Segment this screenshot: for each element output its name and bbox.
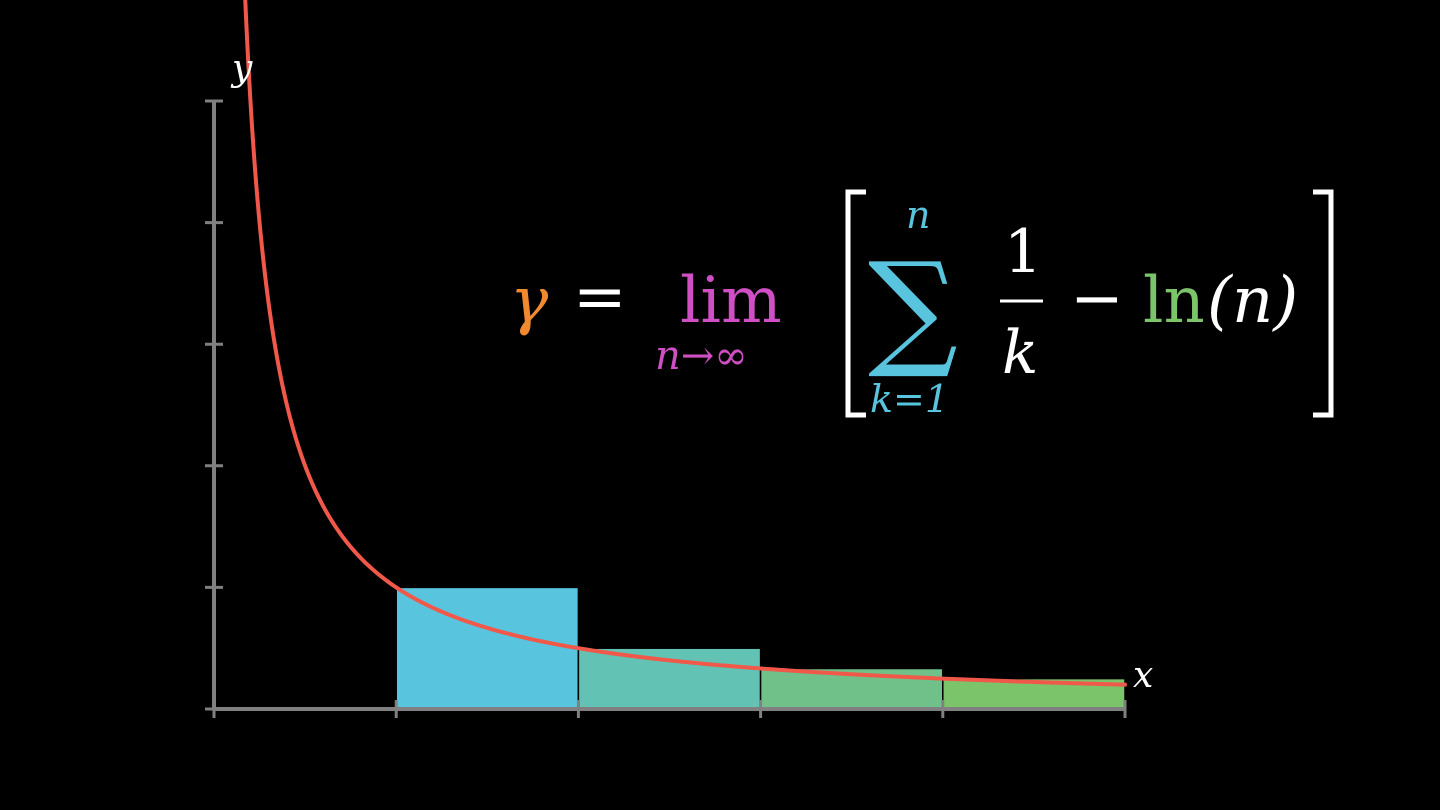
- ln-argument: (n): [1207, 264, 1298, 338]
- sum-symbol: ∑: [868, 235, 958, 382]
- sum-upper-limit: n: [906, 193, 930, 237]
- x-axis-label: x: [1133, 655, 1153, 696]
- bar-2: [577, 647, 762, 710]
- fraction-numerator: 1: [1004, 217, 1042, 287]
- right-bracket: [1313, 189, 1334, 418]
- minus-sign: −: [1070, 262, 1124, 336]
- reciprocal-curve: [243, 0, 1127, 687]
- lim-operator: lim: [680, 264, 782, 338]
- bar-1: [395, 586, 580, 710]
- axes-group: [205, 99, 1127, 718]
- equals-sign: =: [573, 260, 627, 334]
- axis-ticks: [205, 99, 1127, 718]
- y-axis-label: y: [230, 48, 253, 89]
- fraction-denominator: k: [1002, 318, 1038, 388]
- sum-lower-limit: k=1: [870, 377, 949, 421]
- ln-operator: ln: [1143, 264, 1205, 338]
- left-bracket: [845, 189, 866, 418]
- euler-mascheroni-formula: γ = lim n→∞ n ∑ k=1 1 k − ln (n): [510, 189, 1334, 421]
- lim-subscript: n→∞: [655, 333, 748, 379]
- gamma-symbol: γ: [510, 264, 549, 338]
